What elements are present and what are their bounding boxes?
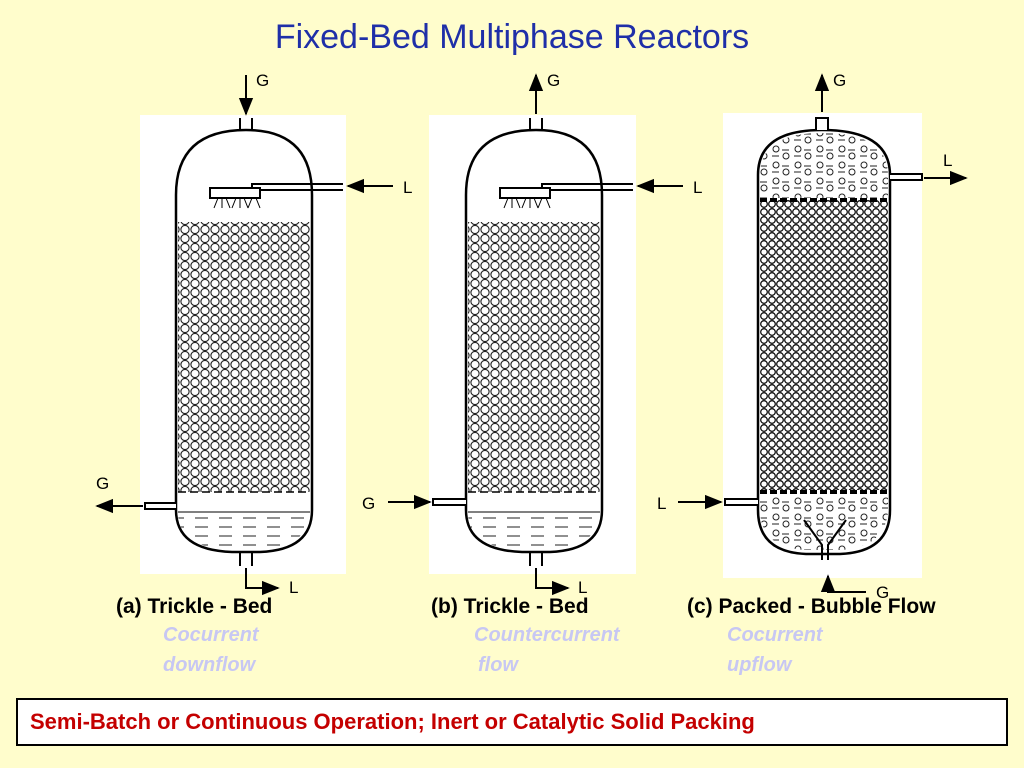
bubble-zone-top-c [760,133,888,198]
subtitle-a-line1: Cocurrent [163,624,259,646]
arrow-liquid-out-a [245,568,280,596]
label-g-top-a: G [256,71,269,90]
caption-b: (b) Trickle - Bed [431,595,589,618]
distributor-a [209,183,343,209]
label-l-side-a: L [403,178,412,197]
packing-c [760,200,888,490]
label-g-bottom-c: G [876,583,889,602]
liquid-pool-a [178,512,310,550]
label-g-side-b: G [362,494,375,513]
subtitle-c: Cocurrent upflow [727,620,823,680]
footer-text: Semi-Batch or Continuous Operation; Iner… [30,709,755,734]
label-l-bottom-a: L [289,578,298,597]
subtitle-c-line1: Cocurrent [727,624,823,646]
arrow-liquid-out-b [535,568,570,596]
subtitle-b: Countercurrent flow [474,620,620,680]
label-g-side-a: G [96,474,109,493]
label-g-top-c: G [833,71,846,90]
label-l-side-c: L [943,151,952,170]
subtitle-b-line2: flow [478,654,518,676]
label-l-in-c: L [657,494,666,513]
reactor-b: G L G L [362,71,702,597]
gas-sparger-c [803,519,847,560]
packing-a [178,222,310,492]
subtitle-c-line2: upflow [727,654,792,676]
slide-title: Fixed-Bed Multiphase Reactors [274,18,750,56]
subtitle-a-line2: downflow [163,654,256,676]
packing-b [468,222,600,492]
bubble-zone-bottom-c [760,496,888,550]
label-l-bottom-b: L [578,578,587,597]
distributor-b [499,183,633,209]
reactor-c: G L L G [657,71,968,602]
footer-box: Semi-Batch or Continuous Operation; Iner… [16,698,1008,746]
caption-c: (c) Packed - Bubble Flow [687,595,936,618]
caption-a: (a) Trickle - Bed [116,595,273,618]
liquid-pool-b [468,512,600,550]
label-g-top-b: G [547,71,560,90]
label-l-side-b: L [693,178,702,197]
subtitle-a: Cocurrent downflow [163,620,259,680]
arrow-gas-in-c [820,574,866,593]
subtitle-b-line1: Countercurrent [474,624,620,646]
reactor-a: G L G L [95,71,412,597]
